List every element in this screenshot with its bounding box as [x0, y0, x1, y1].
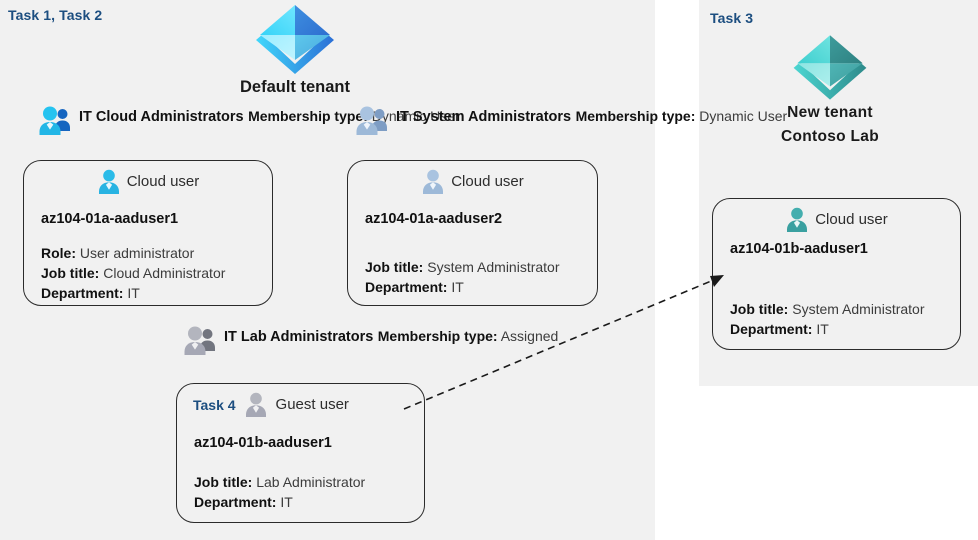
attr-value: IT	[451, 279, 464, 296]
new-tenant-block: New tenant Contoso Lab	[740, 32, 920, 149]
card-user-type-label: Guest user	[275, 396, 349, 413]
user-card-az104-01a-aaduser1: Cloud user az104-01a-aaduser1 Role: User…	[23, 160, 273, 306]
user-icon	[423, 169, 444, 194]
attr-value: Lab Administrator	[256, 474, 366, 490]
attr-label: Department:	[194, 494, 277, 511]
group-name: IT Lab Administrators	[224, 329, 374, 345]
user-card-newtenant-az104-01b-aaduser1: Cloud user az104-01b-aaduser1 Job title:…	[712, 198, 961, 350]
group-it-cloud-administrators: IT Cloud Administrators Membership type:…	[38, 105, 460, 137]
group-users-icon	[356, 106, 387, 135]
card-attributes: Job title: System Administrator Departme…	[730, 299, 954, 339]
card-user-name: az104-01a-aaduser1	[41, 211, 179, 227]
user-icon	[245, 392, 266, 417]
azure-tenant-pyramid-icon	[793, 35, 867, 100]
card-user-type-label: Cloud user	[815, 211, 888, 228]
attr-label: Department:	[41, 285, 124, 302]
user-card-az104-01a-aaduser2: Cloud user az104-01a-aaduser2 Job title:…	[347, 160, 598, 306]
group-membership-type: Membership type: Assigned	[378, 328, 559, 344]
group-name: IT Cloud Administrators	[79, 109, 244, 125]
attr-job-title: Job title: Cloud Administrator	[41, 263, 266, 283]
new-tenant-title-line1: New tenant	[787, 104, 873, 121]
attr-value: System Administrator	[427, 259, 560, 275]
membership-type-value: Assigned	[500, 328, 559, 344]
attr-value: IT	[127, 285, 140, 302]
attr-department: Department: IT	[41, 283, 266, 303]
attr-value: IT	[280, 494, 293, 511]
attr-value: User administrator	[79, 245, 195, 261]
card-user-type-label: Cloud user	[451, 173, 524, 190]
card-user-type-label: Cloud user	[126, 173, 200, 190]
default-tenant-block: Default tenant	[228, 2, 362, 100]
card-attributes: Role: User administrator Job title: Clou…	[41, 243, 266, 303]
attr-value: System Administrator	[792, 301, 925, 317]
attr-job-title: Job title: Lab Administrator	[194, 472, 418, 492]
attr-value: IT	[816, 321, 829, 338]
card-header: Cloud user	[713, 207, 960, 232]
group-membership-type: Membership type: Dynamic User	[248, 108, 460, 124]
new-tenant-title-line2: Contoso Lab	[780, 128, 879, 146]
membership-type-value: Dynamic User	[371, 108, 460, 124]
default-tenant-panel	[0, 0, 655, 540]
card-header: Cloud user	[348, 169, 597, 194]
card-attributes: Job title: Lab Administrator Department:…	[194, 472, 418, 512]
attr-job-title: Job title: System Administrator	[365, 257, 591, 277]
attr-label: Job title:	[365, 259, 424, 275]
card-user-name: az104-01a-aaduser2	[365, 211, 503, 227]
azure-tenant-pyramid-icon	[256, 5, 334, 74]
attr-label: Role:	[41, 245, 76, 261]
card-attributes: Job title: System Administrator Departme…	[365, 257, 591, 297]
group-name: IT System Administrators	[396, 109, 572, 125]
user-icon	[787, 207, 808, 232]
attr-department: Department: IT	[194, 492, 418, 512]
task-label-4: Task 4	[193, 396, 236, 413]
attr-value: Cloud Administrator	[103, 265, 226, 282]
card-header: Task 4 Guest user	[177, 392, 424, 417]
membership-type-label: Membership type:	[575, 108, 696, 124]
card-user-name: az104-01b-aaduser1	[194, 435, 332, 451]
membership-type-label: Membership type:	[377, 328, 498, 344]
membership-type-label: Membership type:	[248, 108, 368, 124]
membership-type-value: Dynamic User	[699, 108, 788, 124]
group-users-icon	[184, 326, 215, 355]
group-it-lab-administrators: IT Lab Administrators Membership type: A…	[183, 325, 558, 357]
attr-label: Job title:	[41, 265, 100, 282]
attr-role: Role: User administrator	[41, 243, 266, 263]
attr-label: Department:	[730, 321, 813, 338]
attr-label: Department:	[365, 279, 448, 296]
attr-department: Department: IT	[730, 319, 954, 339]
attr-label: Job title:	[194, 474, 253, 490]
user-icon	[98, 169, 119, 194]
card-user-name: az104-01b-aaduser1	[730, 241, 868, 257]
group-users-icon	[39, 106, 70, 135]
card-header: Cloud user	[24, 169, 272, 194]
task-label-3: Task 3	[710, 10, 754, 26]
group-membership-type: Membership type: Dynamic User	[576, 108, 788, 124]
attr-job-title: Job title: System Administrator	[730, 299, 954, 319]
task-label-1-2: Task 1, Task 2	[8, 7, 103, 23]
attr-department: Department: IT	[365, 277, 591, 297]
user-card-guest-az104-01b-aaduser1: Task 4 Guest user az104-01b-aaduser1 Job…	[176, 383, 425, 523]
attr-label: Job title:	[730, 301, 789, 317]
group-it-system-administrators: IT System Administrators Membership type…	[355, 105, 787, 137]
default-tenant-title: Default tenant	[239, 78, 350, 96]
